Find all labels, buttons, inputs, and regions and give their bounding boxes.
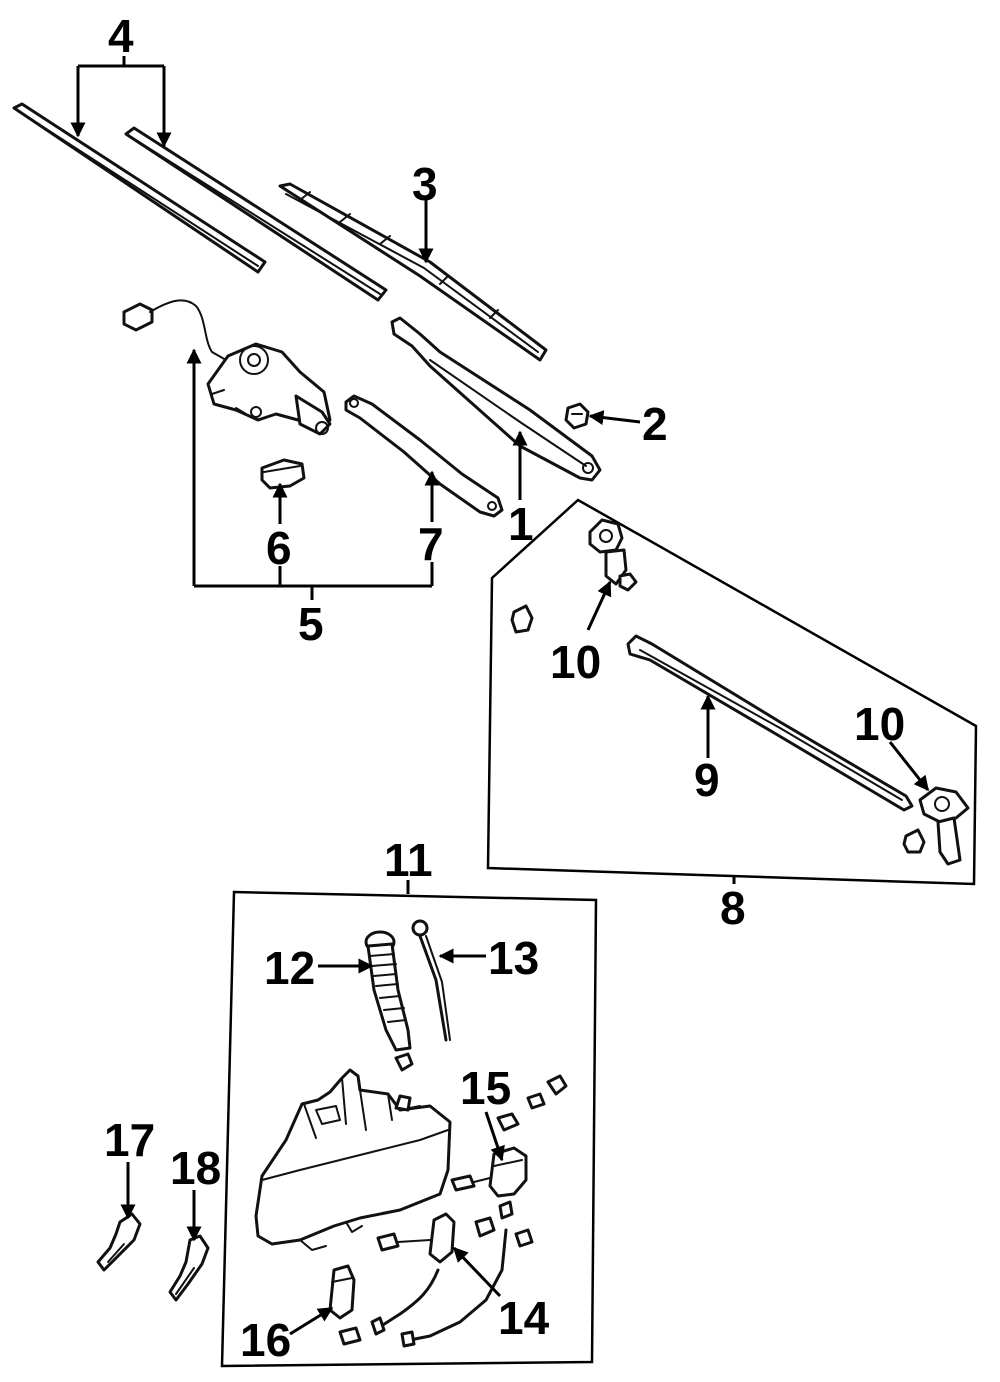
- callout-10a: 10: [550, 636, 601, 688]
- wiper-blade: [278, 182, 548, 362]
- washer-motor: [328, 1264, 356, 1320]
- linkage-assembly-box: [486, 498, 978, 886]
- callout-labels: 1 2 3 4 5 6 7 8 9 10 10 11 12 13 14 15 1…: [104, 10, 905, 1366]
- callout-14: 14: [498, 1292, 550, 1344]
- pivot-upper: [588, 518, 638, 592]
- bushing-lower: [902, 828, 926, 854]
- filler-neck: [364, 930, 412, 1052]
- callout-18: 18: [170, 1142, 221, 1194]
- washer-nozzle-18: [168, 1234, 210, 1302]
- level-gauge: [411, 919, 451, 1042]
- clip: [394, 1052, 414, 1072]
- drive-rod: [626, 634, 914, 812]
- callout-17: 17: [104, 1114, 155, 1166]
- leader-lines: [70, 56, 930, 1336]
- callout-5: 5: [298, 598, 324, 650]
- arm-nut: [564, 402, 590, 430]
- callout-15: 15: [460, 1062, 511, 1114]
- bushing-left: [510, 604, 534, 634]
- callout-4: 4: [108, 10, 134, 62]
- blade-insert-right: [124, 126, 388, 302]
- callout-12: 12: [264, 942, 315, 994]
- wiper-arm: [390, 316, 602, 482]
- callout-11: 11: [384, 834, 433, 886]
- callout-13: 13: [488, 932, 539, 984]
- callout-3: 3: [412, 158, 438, 210]
- washer-nozzle-17: [96, 1212, 142, 1272]
- callout-10b: 10: [854, 698, 905, 750]
- callout-7: 7: [418, 518, 444, 570]
- washer-assembly-box: [220, 890, 598, 1368]
- callout-2: 2: [642, 398, 668, 450]
- motor-bracket: [260, 458, 306, 490]
- callout-16: 16: [240, 1314, 291, 1366]
- blade-insert-left: [12, 102, 267, 274]
- callout-8: 8: [720, 882, 746, 934]
- washer-reservoir: [254, 1068, 452, 1251]
- linkage-link: [344, 394, 504, 518]
- callout-9: 9: [694, 754, 720, 806]
- callout-1: 1: [508, 498, 534, 550]
- pivot-lower: [918, 786, 970, 866]
- washer-nozzle-pump: [338, 1200, 534, 1348]
- wiper-motor: [122, 299, 332, 436]
- callout-6: 6: [266, 522, 292, 574]
